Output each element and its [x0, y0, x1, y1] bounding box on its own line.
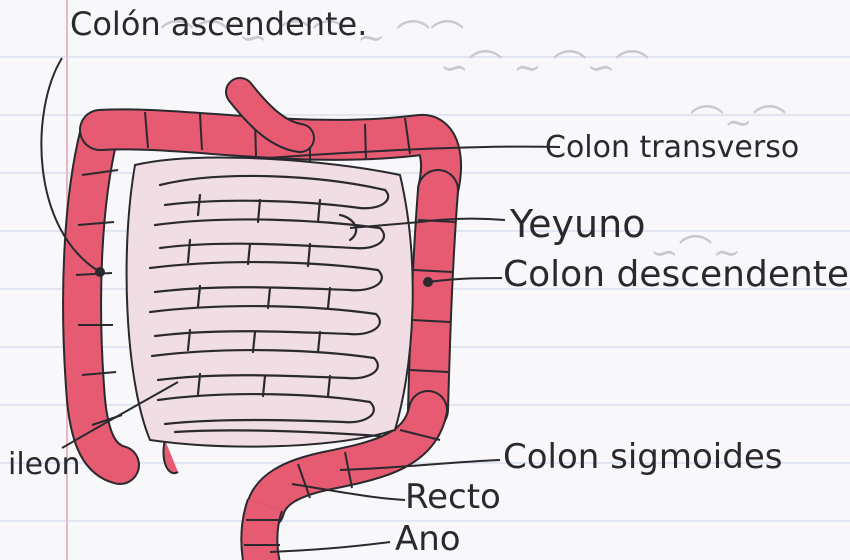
leader-ano [270, 542, 390, 552]
label-ileon: ileon [8, 450, 81, 480]
appendix-shape [163, 440, 178, 473]
label-ano: Ano [395, 522, 461, 556]
label-yeyuno: Yeyuno [510, 205, 645, 243]
label-colon-transverso: Colon transverso [545, 132, 745, 164]
label-colon-sigmoides: Colon sigmoides [503, 440, 782, 474]
label-recto: Recto [405, 480, 501, 514]
label-colon-ascendente: Colón ascendente. [70, 8, 367, 40]
label-colon-descendente: Colon descendente [503, 257, 849, 293]
